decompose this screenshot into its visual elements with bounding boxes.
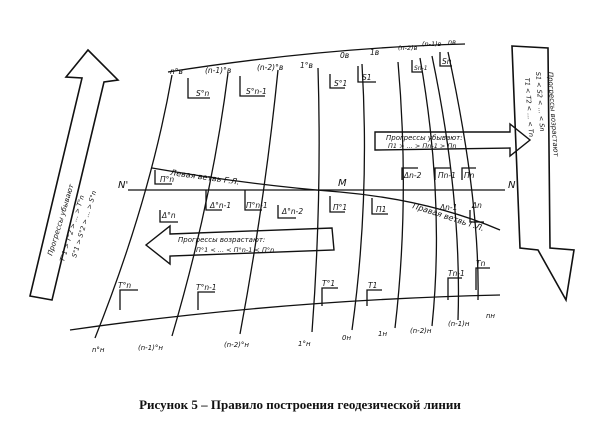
t-marker	[366, 289, 382, 306]
axis-label-left: N'	[118, 180, 128, 191]
p-marker	[329, 196, 345, 213]
parallel-line	[447, 51, 479, 301]
p-label: П°1	[333, 203, 347, 212]
p-marker	[434, 167, 450, 180]
s-label: S°n-1	[246, 87, 267, 96]
top-label: nв	[448, 38, 456, 46]
t-label: T°n-1	[196, 283, 217, 292]
p-marker	[154, 170, 172, 185]
delta-marker	[469, 210, 484, 223]
bottom-label: nн	[486, 312, 495, 320]
top-label: (n-1)°в	[205, 66, 231, 75]
top-label: (n-2)в	[398, 44, 418, 52]
p-label: Пn	[464, 171, 475, 180]
delta-marker	[277, 205, 296, 219]
bottom-label: (n-1)°н	[138, 344, 163, 352]
right-horizontal-arrow-line: П1 > ... > Пn-1 > Пn	[388, 142, 456, 150]
left-horizontal-arrow	[144, 224, 335, 266]
right-branch	[339, 191, 501, 231]
p-marker	[371, 198, 388, 215]
p-label: П°n	[160, 175, 174, 184]
t-label: T°1	[322, 279, 335, 288]
p-marker	[244, 190, 262, 211]
bottom-label: (n-2)н	[410, 327, 432, 335]
s-marker	[411, 60, 422, 73]
top-boundary	[167, 43, 466, 73]
bottom-label: (n-1)н	[448, 320, 470, 328]
right-horizontal-arrow-title: Прогрессы убывают:	[386, 134, 463, 142]
right-vertical-arrow-line: T1 < T2 < ... < Tn	[523, 78, 535, 138]
s-label: S°1	[334, 79, 347, 88]
bottom-label: 1н	[378, 330, 387, 338]
s-marker	[239, 76, 265, 97]
p-marker	[461, 167, 476, 180]
top-label: 0в	[340, 51, 349, 60]
branch-label: Левая ветвь Г.Л.	[169, 168, 240, 187]
top-label: (n-1)в	[422, 40, 442, 48]
bottom-boundary	[69, 294, 501, 331]
geodesic-line-diagram: n°в (n-1)°в (n-2)°в 1°в 0в 1в (n-2)в (n-…	[29, 38, 575, 354]
parallel-line	[239, 69, 279, 335]
parallel-line	[431, 55, 460, 321]
s-label: S1	[362, 73, 372, 82]
delta-label: Δ°n-2	[281, 207, 303, 216]
parallel-line	[394, 61, 404, 329]
s-label: Sn-1	[414, 65, 428, 72]
p-marker	[401, 167, 418, 180]
s-label: Sn	[442, 57, 452, 66]
s-marker	[329, 74, 345, 89]
p-label: П°n-1	[246, 201, 268, 210]
left-horizontal-arrow-title: Прогрессы возрастают:	[178, 236, 265, 244]
top-label: 1в	[370, 48, 379, 57]
delta-label: Δn-1	[439, 203, 457, 212]
right-vertical-arrow-line: S1 < S2 < ... < Sn	[534, 72, 546, 132]
t-marker	[475, 267, 490, 290]
right-vertical-arrow	[511, 45, 575, 303]
p-label: П1	[376, 205, 386, 214]
s-marker	[439, 52, 452, 67]
s-label: S°n	[196, 89, 210, 98]
left-horizontal-arrow-line: П°1 < ... < П°n-1 < П°n	[196, 246, 274, 254]
p-label: Пn-1	[438, 171, 456, 180]
parallel-line	[311, 67, 320, 333]
delta-label: Δ°n	[161, 211, 176, 220]
t-marker	[321, 287, 338, 306]
parallel-line	[419, 57, 438, 327]
axis-label-right: N	[508, 180, 516, 191]
axis-label-middle: M	[338, 178, 347, 189]
top-label: (n-2)°в	[257, 63, 283, 72]
t-label: T1	[368, 281, 377, 290]
t-label: Tn-1	[448, 269, 465, 278]
t-marker	[119, 289, 138, 310]
s-marker	[187, 78, 210, 99]
t-marker	[197, 291, 215, 310]
t-label: Tn	[476, 259, 486, 268]
parallel-line	[351, 63, 366, 331]
delta-label: Δn	[471, 201, 482, 210]
bottom-label: 0н	[342, 334, 351, 342]
delta-label: Δn-2	[403, 171, 422, 180]
t-label: T°n	[118, 281, 131, 290]
s-marker	[357, 66, 376, 83]
delta-label: Δ°n-1	[209, 201, 231, 210]
p-marker	[205, 190, 222, 211]
bottom-label: n°н	[92, 346, 105, 354]
figure-caption: Рисунок 5 – Правило построения геодезиче…	[139, 397, 461, 412]
delta-marker	[159, 210, 178, 223]
left-vertical-arrow	[29, 48, 120, 301]
bottom-label: (n-2)°н	[224, 341, 249, 349]
left-branch	[151, 167, 341, 193]
top-label: 1°в	[300, 61, 313, 70]
parallel-line	[94, 74, 173, 339]
bottom-label: 1°н	[298, 340, 311, 348]
top-label: n°в	[170, 67, 183, 76]
right-horizontal-arrow	[374, 122, 532, 158]
t-marker	[447, 277, 462, 300]
